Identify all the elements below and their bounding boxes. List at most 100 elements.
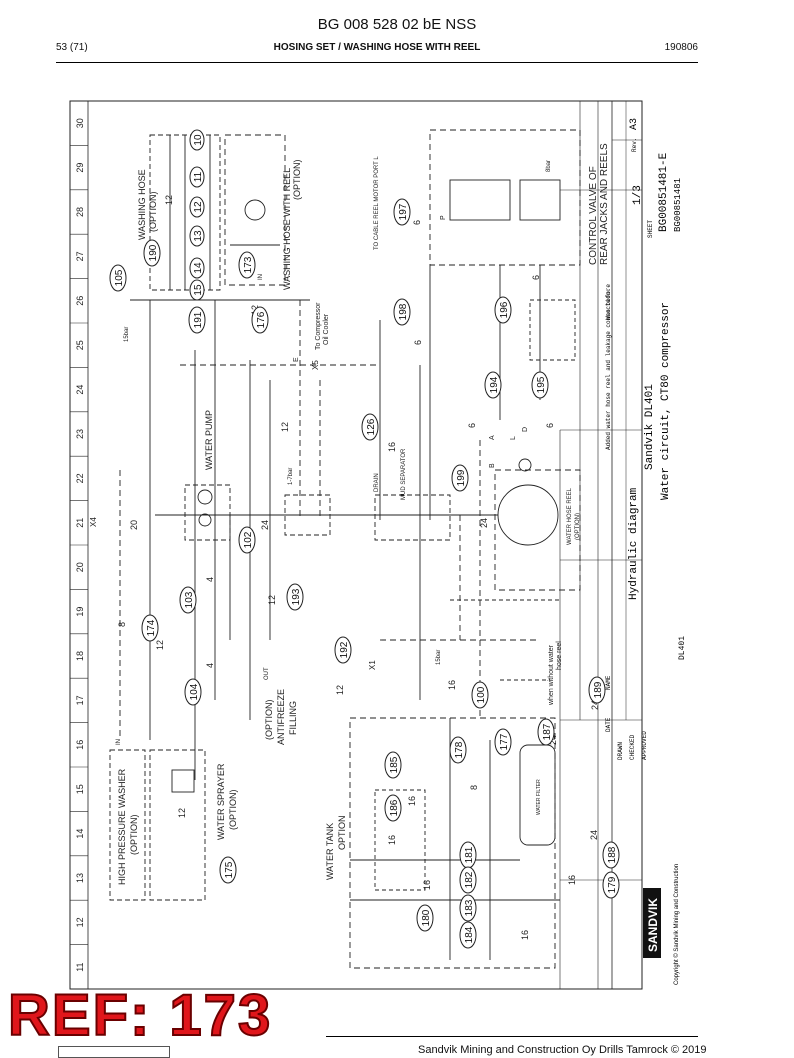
callout-number: 15	[193, 284, 204, 296]
grid-number: 24	[75, 385, 85, 395]
drawing-title: Hydraulic diagram	[628, 487, 640, 600]
callout-number: 185	[389, 756, 400, 773]
label-x4: X4	[89, 517, 98, 527]
callout-bubble	[393, 298, 411, 326]
callout-number: 100	[476, 686, 487, 703]
callout-number: 193	[291, 588, 302, 605]
label-out-1: OUT	[264, 667, 270, 680]
label-washing-hose-reel: WASHING HOSE WITH REEL	[282, 168, 292, 290]
grid-number: 20	[75, 562, 85, 572]
callout-number: 196	[499, 301, 510, 318]
label-antifreeze-option: (OPTION)	[264, 700, 274, 741]
label-a: A	[489, 435, 496, 440]
size-20: 20	[129, 520, 139, 530]
size-16-f: 16	[567, 875, 577, 885]
size-24-b: 24	[479, 518, 489, 528]
label-in-2: IN	[258, 274, 264, 280]
callout-number: 189	[593, 681, 604, 698]
label-15bar-2: 15bar	[436, 650, 442, 665]
footer-rule	[326, 1036, 698, 1037]
label-without-water: when without water	[548, 644, 555, 706]
callout-bubble	[451, 464, 469, 492]
callout-number: 10	[193, 134, 204, 146]
callout-bubble	[384, 751, 402, 779]
grid-number: 28	[75, 207, 85, 217]
callout-layer: 1011121314151001021031041051261731741751…	[109, 129, 620, 949]
callout-bubble	[416, 904, 434, 932]
callout-bubble	[531, 371, 549, 399]
label-8bar: 8bar	[546, 160, 552, 172]
copyright-text: Copyright © Sandvik Mining and Construct…	[673, 864, 680, 985]
callout-bubble	[588, 676, 606, 704]
size-24-c: 24	[590, 700, 600, 710]
size-16-e: 16	[422, 880, 432, 890]
label-x1: X1	[368, 660, 377, 670]
label-high-pressure-washer: HIGH PRESSURE WASHER	[117, 768, 127, 885]
label-p: P	[440, 215, 447, 220]
callout-number: 190	[148, 244, 159, 261]
callout-bubble	[494, 728, 512, 756]
size-16-g: 16	[520, 930, 530, 940]
title-block	[559, 101, 643, 989]
drawing-number: BG00851481-E	[658, 152, 670, 232]
callout-bubble	[602, 871, 620, 899]
callout-number: 175	[224, 861, 235, 878]
label-washing-hose-reel-option: (OPTION)	[292, 160, 302, 201]
rev-label: Rev.	[631, 138, 638, 152]
callout-bubble	[384, 794, 402, 822]
grid-number: 15	[75, 784, 85, 794]
revision-note: Added water hose reel and leakage connec…	[605, 288, 612, 450]
label-washing-hose-option: (OPTION)	[148, 192, 158, 233]
section-title: HOSING SET / WASHING HOSE WITH REEL	[273, 42, 481, 53]
footer-text: Sandvik Mining and Construction Oy Drill…	[418, 1044, 707, 1056]
callout-bubble	[188, 306, 206, 334]
callout-bubble	[471, 681, 489, 709]
label-water-hose-reel-option: (OPTION)	[575, 513, 581, 540]
label-water-sprayer: WATER SPRAYER	[216, 763, 226, 840]
callout-bubble	[219, 856, 237, 884]
circuit-name: Water circuit, CT80 compressor	[660, 302, 672, 500]
size-24-a: 24	[260, 520, 270, 530]
header-row: 53 (71) HOSING SET / WASHING HOSE WITH R…	[56, 42, 698, 56]
drawing-number-2: BG00851481	[673, 178, 683, 232]
callout-number: 11	[193, 171, 204, 182]
label-water-filter: WATER FILTER	[536, 779, 542, 815]
callout-number: 181	[464, 846, 475, 863]
callout-number: 197	[398, 203, 409, 220]
callout-number: 177	[499, 733, 510, 750]
label-water-tank: WATER TANK	[325, 823, 335, 880]
callout-bubble	[449, 736, 467, 764]
callout-number: 179	[607, 876, 618, 893]
size-24-e: 24	[548, 735, 558, 745]
callout-bubble	[251, 306, 269, 334]
grid-number: 11	[75, 962, 85, 971]
callout-number: 178	[454, 741, 465, 758]
callout-number: 102	[243, 531, 254, 548]
size-6-a: 6	[467, 423, 477, 428]
label-e: E	[293, 357, 300, 362]
callout-number: 191	[193, 311, 204, 328]
model-name: DL401	[678, 636, 687, 660]
label-hp-option: (OPTION)	[129, 815, 139, 856]
schematic-lines	[109, 129, 581, 969]
callout-bubble	[459, 894, 477, 922]
callout-bubble	[537, 718, 555, 746]
callout-number: 188	[607, 846, 618, 863]
grid-number: 13	[75, 873, 85, 883]
callout-bubble	[189, 279, 205, 301]
sheet-number: 1/3	[632, 185, 644, 205]
callout-number: 105	[114, 269, 125, 286]
callout-number: 194	[489, 376, 500, 393]
label-x5: X5	[311, 360, 320, 370]
label-d: D	[522, 427, 529, 432]
grid-number: 25	[75, 340, 85, 350]
size-6-d: 6	[413, 340, 423, 345]
size-16-d: 16	[387, 835, 397, 845]
was-before: Was before	[605, 284, 612, 320]
callout-bubble	[141, 614, 159, 642]
page-number: 53 (71)	[56, 42, 88, 53]
sandvik-logo	[643, 888, 661, 958]
footer-logo	[58, 1046, 170, 1058]
callout-bubble	[393, 198, 411, 226]
